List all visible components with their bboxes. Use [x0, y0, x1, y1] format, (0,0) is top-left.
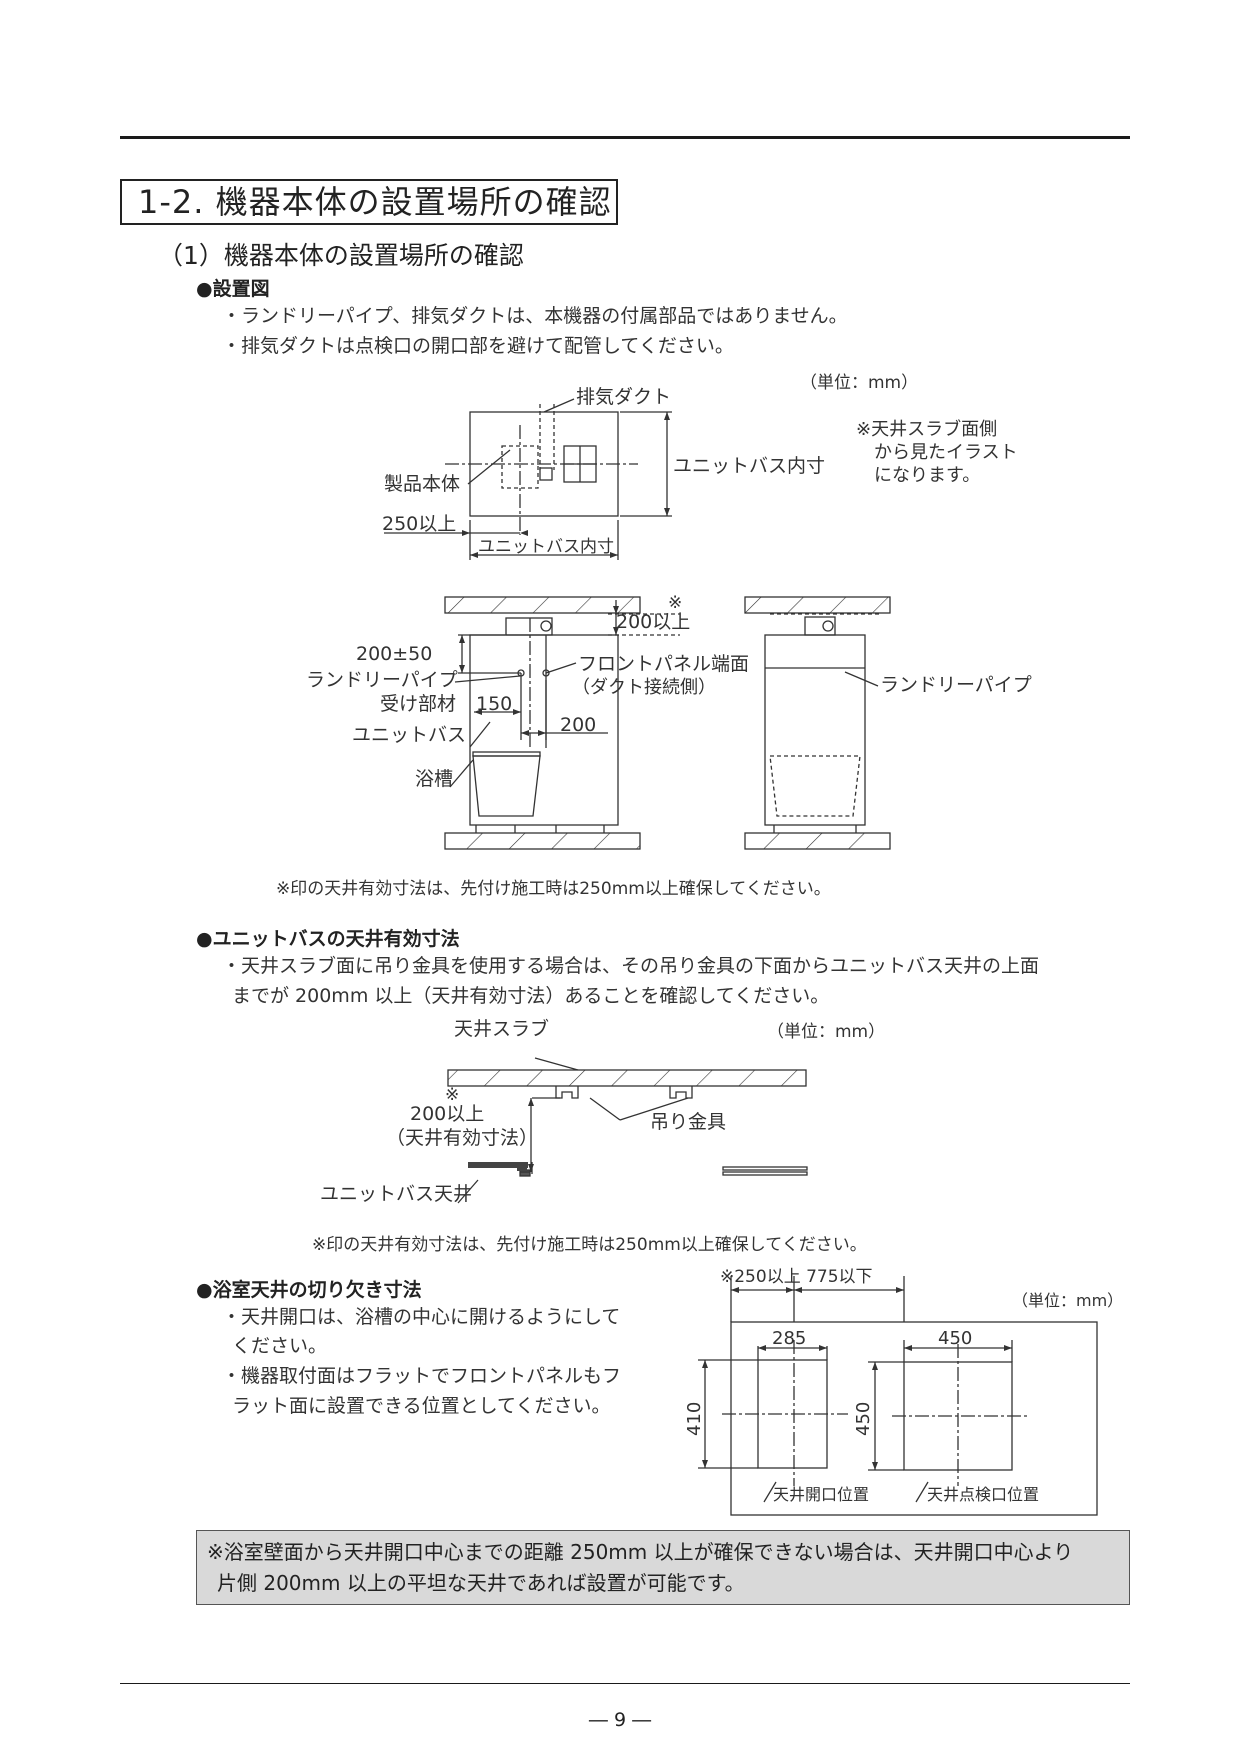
label-ceiling-200: 200以上: [616, 611, 690, 633]
cutout-unit: （単位：mm）: [1012, 1291, 1123, 1310]
ceiling-heading: ●ユニットバスの天井有効寸法: [196, 928, 460, 950]
label-inner-h: ユニットバス内寸: [478, 537, 614, 557]
ceiling-footnote: ※印の天井有効寸法は、先付け施工時は250mm以上確保してください。: [312, 1235, 867, 1255]
label-h450: 450: [853, 1402, 874, 1436]
label-150: 150: [476, 693, 512, 715]
label-tub: 浴槽: [415, 768, 453, 790]
top-rule: [120, 136, 1130, 139]
label-w450: 450: [938, 1328, 972, 1349]
topview-note-3: になります。: [874, 465, 980, 486]
section-title: 1-2. 機器本体の設置場所の確認: [120, 179, 618, 225]
label-pipe-height: 200±50: [356, 643, 432, 665]
label-h410: 410: [684, 1402, 705, 1436]
label-pipe-holder-1: ランドリーパイプ: [306, 669, 458, 691]
ceiling-text-1: ・天井スラブ面に吊り金具を使用する場合は、その吊り金具の下面からユニットバス天井…: [222, 955, 1040, 977]
label-inner-v: ユニットバス内寸: [673, 455, 825, 477]
ceiling-text-2: までが 200mm 以上（天井有効寸法）あることを確認してください。: [232, 985, 830, 1007]
label-min200: 200以上: [410, 1103, 484, 1125]
install-unit: （単位：mm）: [800, 373, 919, 393]
cutout-note-4: ラット面に設置できる位置としてください。: [232, 1395, 611, 1417]
label-200: 200: [560, 714, 596, 736]
install-note-1: ・ランドリーパイプ、排気ダクトは、本機器の付属部品ではありません。: [222, 305, 848, 327]
warning-line-1: ※浴室壁面から天井開口中心までの距離 250mm 以上が確保できない場合は、天井…: [207, 1540, 1074, 1564]
topview-note-2: から見たイラスト: [874, 442, 1018, 463]
side-mark: ※: [668, 593, 682, 613]
cutout-heading: ●浴室天井の切り欠き寸法: [196, 1279, 422, 1301]
label-body: 製品本体: [384, 473, 460, 495]
label-bath-ceiling: ユニットバス天井: [320, 1183, 472, 1205]
label-laundry-pipe: ランドリーパイプ: [880, 674, 1032, 696]
ceiling-mark: ※: [445, 1085, 459, 1105]
label-unit-bath: ユニットバス: [352, 724, 466, 746]
label-effective: （天井有効寸法）: [386, 1127, 538, 1149]
label-top-dims: ※250以上 775以下: [720, 1267, 873, 1287]
page-number: ― 9 ―: [588, 1709, 652, 1731]
label-w285: 285: [772, 1328, 806, 1349]
subsection-title: （1）機器本体の設置場所の確認: [158, 241, 524, 270]
cutout-note-1: ・天井開口は、浴槽の中心に開けるようにして: [222, 1306, 621, 1328]
install-note-2: ・排気ダクトは点検口の開口部を避けて配管してください。: [222, 335, 734, 357]
install-footnote: ※印の天井有効寸法は、先付け施工時は250mm以上確保してください。: [276, 879, 831, 899]
install-heading: ●設置図: [196, 278, 270, 300]
bottom-rule: [120, 1683, 1130, 1684]
cutout-note-3: ・機器取付面はフラットでフロントパネルもフ: [222, 1365, 622, 1387]
label-duct: 排気ダクト: [576, 386, 671, 408]
label-opening: 天井開口位置: [773, 1485, 869, 1504]
warning-line-2: 片側 200mm 以上の平坦な天井であれば設置が可能です。: [217, 1571, 745, 1595]
label-250: 250以上: [382, 513, 456, 535]
topview-note-1: ※天井スラブ面側: [856, 418, 997, 440]
cutout-note-2: ください。: [232, 1335, 328, 1357]
warning-box: ※浴室壁面から天井開口中心までの距離 250mm 以上が確保できない場合は、天井…: [196, 1530, 1130, 1605]
ceiling-unit: （単位：mm）: [767, 1022, 886, 1042]
label-inspection: 天井点検口位置: [927, 1485, 1039, 1504]
label-pipe-holder-2: 受け部材: [380, 693, 456, 715]
label-front-panel-2: （ダクト接続側）: [572, 677, 716, 698]
label-slab: 天井スラブ: [454, 1017, 549, 1040]
label-front-panel-1: フロントパネル端面: [578, 653, 749, 675]
label-hanger: 吊り金具: [650, 1111, 726, 1133]
